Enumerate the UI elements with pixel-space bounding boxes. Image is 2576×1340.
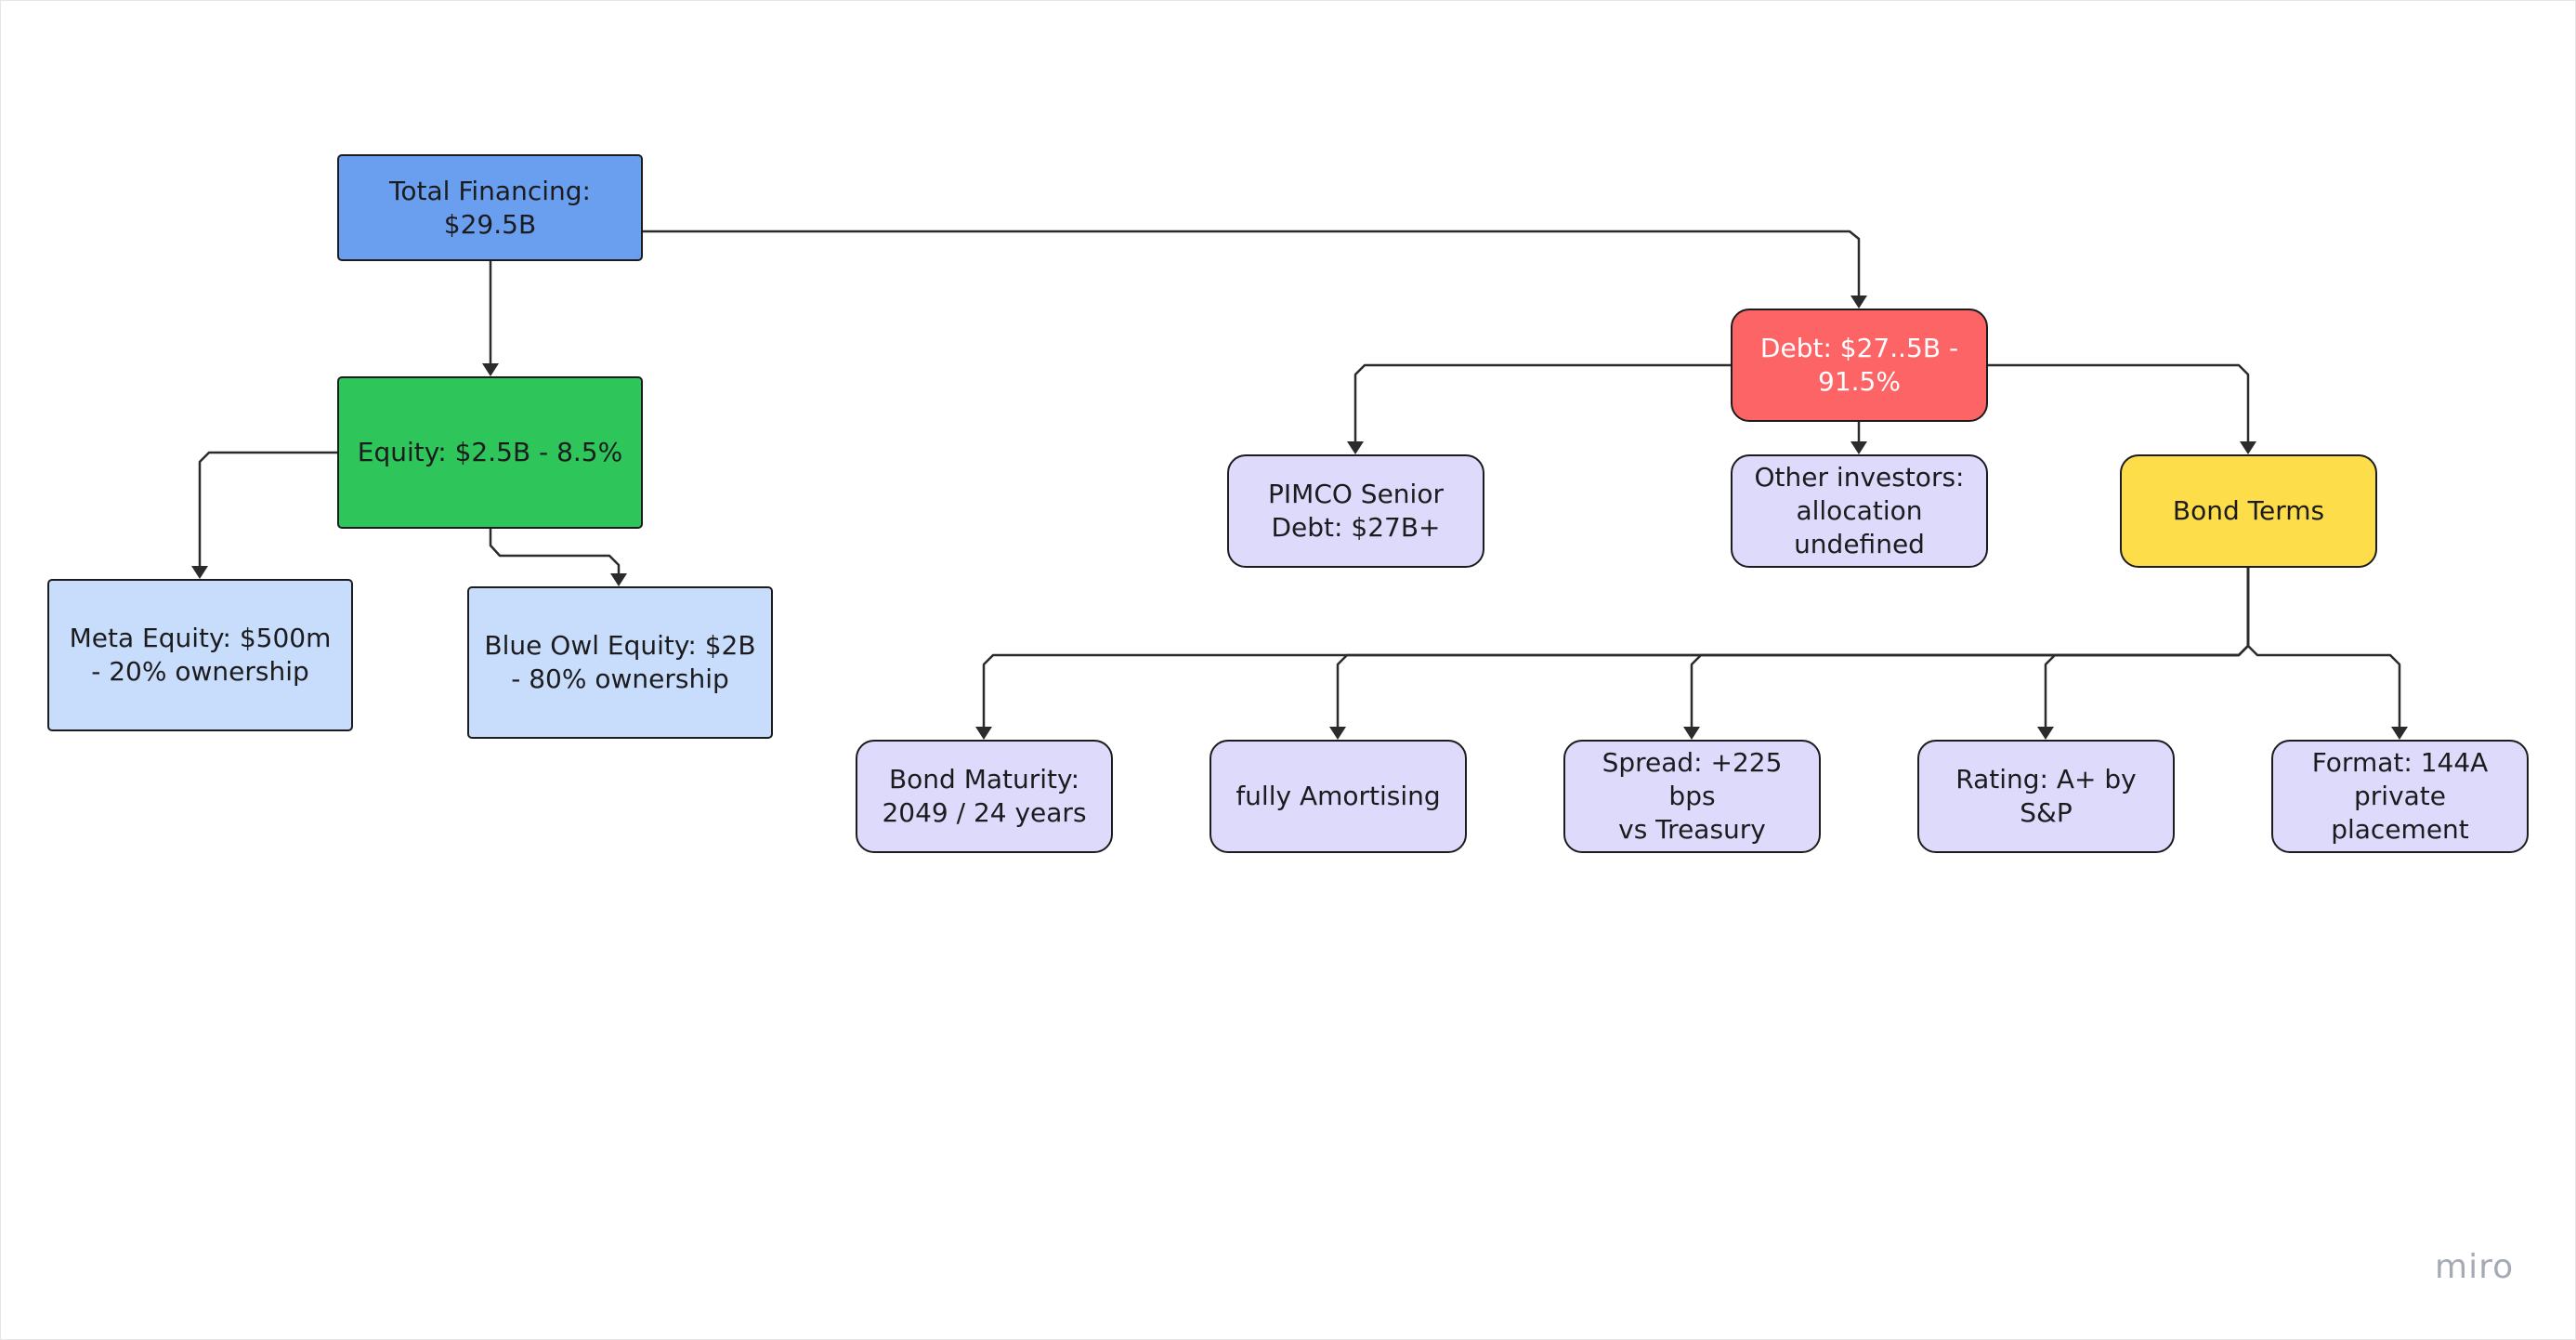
node-label: Spread: +225 bps vs Treasury (1602, 747, 1783, 845)
node-label: Blue Owl Equity: $2B - 80% ownership (484, 630, 756, 694)
arrowhead-icon (2391, 727, 2408, 740)
connector-debt-to-other[interactable] (1850, 422, 1867, 454)
node-label: Rating: A+ by S&P (1955, 764, 2137, 828)
connector-bond-to-format[interactable] (2246, 568, 2408, 740)
node-fully-amortising[interactable]: fully Amortising (1210, 740, 1467, 853)
node-equity[interactable]: Equity: $2.5B - 8.5% (337, 376, 643, 529)
connector-debt-to-pimco[interactable] (1347, 363, 1731, 454)
node-rating[interactable]: Rating: A+ by S&P (1917, 740, 2175, 853)
node-meta-equity[interactable]: Meta Equity: $500m - 20% ownership (47, 579, 353, 731)
node-bond-maturity[interactable]: Bond Maturity: 2049 / 24 years (856, 740, 1113, 853)
arrowhead-icon (191, 566, 208, 579)
node-label: Format: 144A private placement (2311, 747, 2489, 845)
node-label: Total Financing: $29.5B (389, 175, 591, 240)
arrowhead-icon (1683, 727, 1700, 740)
node-label: Bond Maturity: 2049 / 24 years (882, 764, 1087, 828)
arrowhead-icon (2037, 727, 2054, 740)
arrowhead-icon (1329, 727, 1346, 740)
node-blue-owl-equity[interactable]: Blue Owl Equity: $2B - 80% ownership (467, 586, 773, 739)
connector-equity-to-blueowl[interactable] (489, 529, 627, 586)
node-label: Bond Terms (2172, 495, 2325, 526)
node-label: Debt: $27..5B - 91.5% (1759, 333, 1959, 397)
node-label: Other investors: allocation undefined (1754, 462, 1965, 559)
arrowhead-icon (2240, 441, 2256, 454)
node-other-investors[interactable]: Other investors: allocation undefined (1731, 454, 1988, 568)
node-pimco-senior-debt[interactable]: PIMCO Senior Debt: $27B+ (1227, 454, 1484, 568)
node-label: Meta Equity: $500m - 20% ownership (69, 623, 332, 687)
arrowhead-icon (610, 573, 627, 586)
connector-total-to-debt[interactable] (643, 230, 1867, 309)
node-total-financing[interactable]: Total Financing: $29.5B (337, 154, 643, 261)
arrowhead-icon (1850, 296, 1867, 309)
connector-bond-to-rating[interactable] (2037, 568, 2250, 740)
connector-equity-to-meta[interactable] (191, 451, 337, 579)
node-label: Equity: $2.5B - 8.5% (357, 437, 623, 467)
connector-total-to-equity[interactable] (482, 261, 499, 376)
arrowhead-icon (482, 363, 499, 376)
connector-debt-to-bond[interactable] (1988, 363, 2256, 454)
node-bond-terms[interactable]: Bond Terms (2120, 454, 2377, 568)
arrowhead-icon (1850, 441, 1867, 454)
arrowhead-icon (1347, 441, 1364, 454)
node-format[interactable]: Format: 144A private placement (2271, 740, 2529, 853)
node-spread[interactable]: Spread: +225 bps vs Treasury (1563, 740, 1821, 853)
node-label: fully Amortising (1236, 781, 1441, 811)
connector-bond-to-amort[interactable] (1329, 568, 2250, 740)
arrowhead-icon (975, 727, 992, 740)
node-label: PIMCO Senior Debt: $27B+ (1268, 479, 1444, 543)
node-debt[interactable]: Debt: $27..5B - 91.5% (1731, 309, 1988, 422)
connector-bond-to-maturity[interactable] (975, 568, 2250, 740)
connector-bond-to-spread[interactable] (1683, 568, 2250, 740)
miro-logo: miro (2435, 1248, 2515, 1286)
